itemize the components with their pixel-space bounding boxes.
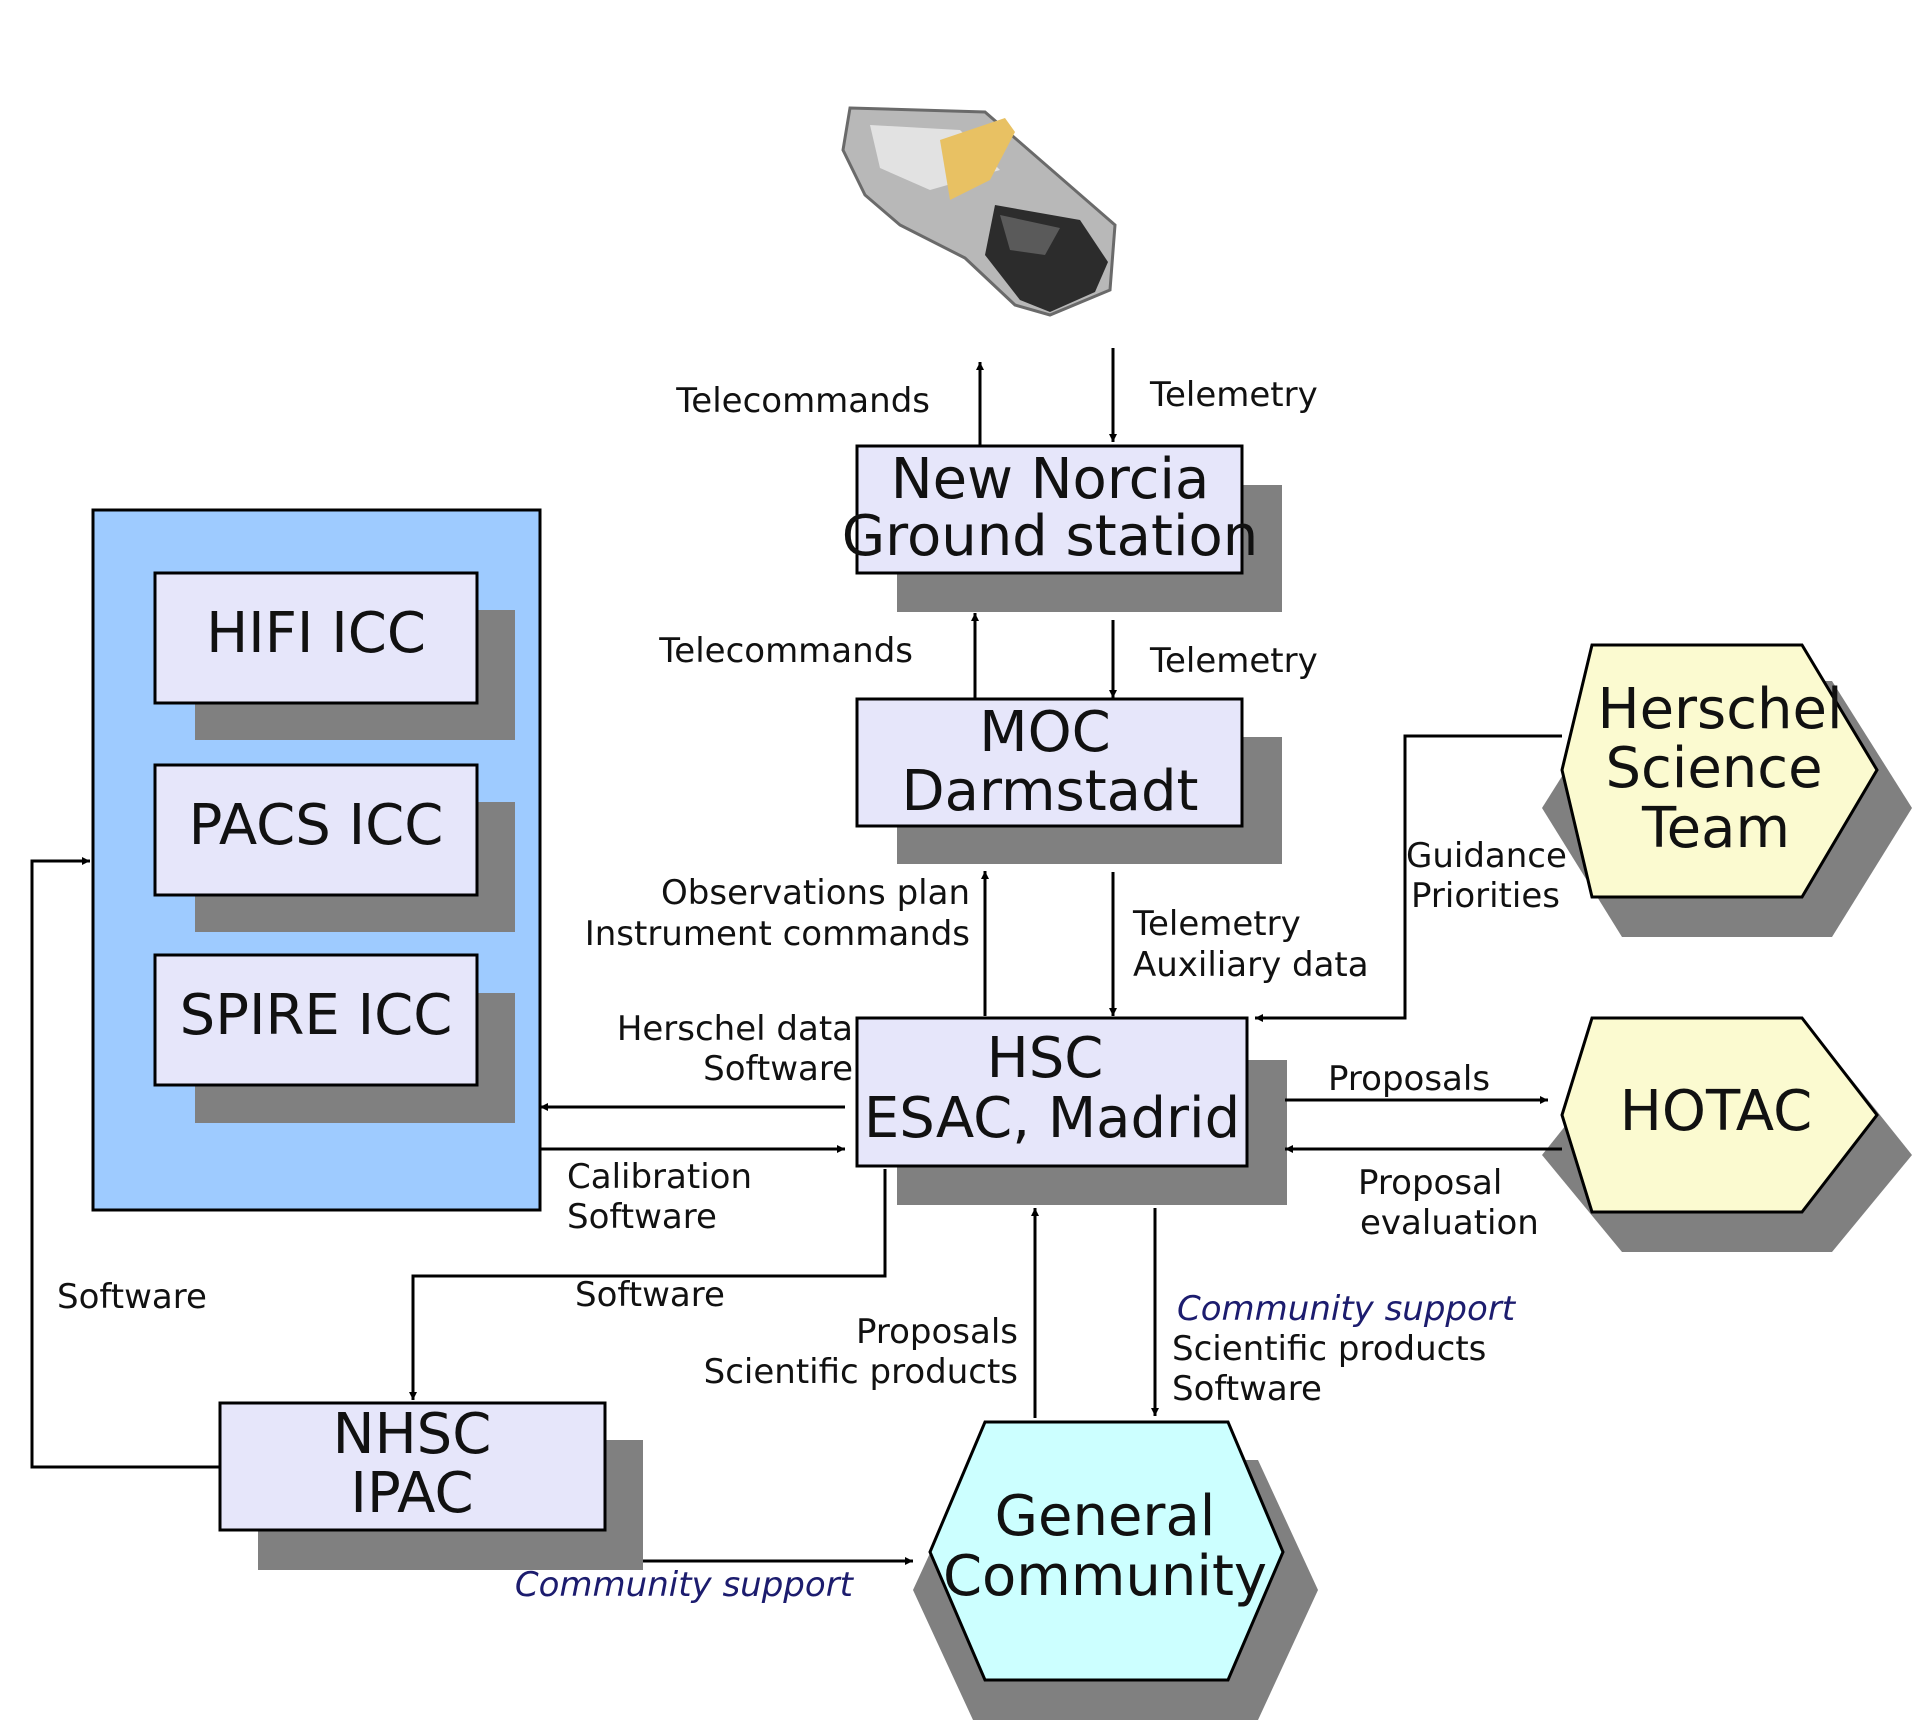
science-team-line1: Herschel (1597, 677, 1842, 742)
community-line2: Community (943, 1544, 1267, 1609)
label-evaluation: evaluation (1360, 1203, 1539, 1243)
label-proposal: Proposal (1358, 1163, 1502, 1203)
hotac-label: HOTAC (1620, 1079, 1812, 1144)
science-team-line2: Science (1605, 736, 1822, 801)
label-software-hsc: Software (1172, 1369, 1322, 1409)
hsc-line1: HSC (987, 1026, 1104, 1091)
label-community-support-hsc: Community support (1177, 1289, 1517, 1329)
moc-box[interactable] (855, 697, 1244, 828)
label-telecommands-top: Telecommands (675, 381, 930, 421)
label-observations-plan: Observations plan (661, 873, 970, 913)
pacs-icc-label: PACS ICC (189, 793, 444, 858)
label-scientific-products-hsc: Scientific products (1172, 1329, 1486, 1369)
label-priorities: Priorities (1411, 876, 1560, 916)
label-instrument-commands: Instrument commands (585, 914, 970, 954)
label-auxiliary-data: Auxiliary data (1133, 945, 1369, 985)
nhsc-line1: NHSC (333, 1402, 492, 1467)
hotac-hexagon[interactable] (1560, 1016, 1879, 1214)
community-line1: General (995, 1484, 1216, 1549)
new-norcia-line2: Ground station (842, 504, 1259, 569)
label-proposals-community: Proposals (856, 1312, 1018, 1352)
label-software-left: Software (57, 1277, 207, 1317)
hifi-icc-label: HIFI ICC (206, 601, 426, 666)
general-community-hexagon[interactable] (928, 1420, 1285, 1682)
hsc-box[interactable] (855, 1016, 1249, 1168)
nhsc-line2: IPAC (350, 1461, 473, 1526)
spire-icc-label: SPIRE ICC (180, 983, 453, 1048)
label-calibration: Calibration (567, 1157, 752, 1197)
label-herschel-data: Herschel data (617, 1009, 853, 1049)
science-team-hexagon[interactable] (1560, 643, 1879, 899)
new-norcia-box[interactable] (855, 444, 1244, 575)
moc-line1: MOC (979, 700, 1111, 765)
label-telemetry-moc: Telemetry (1132, 904, 1301, 944)
herschel-spacecraft-icon (841, 106, 1117, 317)
label-software-nhsc: Software (575, 1275, 725, 1315)
connectors (30, 348, 1562, 1565)
hsc-line2: ESAC, Madrid (864, 1086, 1240, 1151)
label-scientific-products-community: Scientific products (704, 1352, 1018, 1392)
spire-icc-box[interactable] (153, 953, 479, 1087)
label-calibration-software: Software (567, 1197, 717, 1237)
label-guidance: Guidance (1406, 836, 1567, 876)
pacs-icc-box[interactable] (153, 763, 479, 897)
label-telemetry-top: Telemetry (1149, 375, 1318, 415)
label-community-support-nhsc: Community support (515, 1565, 855, 1605)
hifi-icc-box[interactable] (153, 571, 479, 705)
science-team-line3: Team (1641, 796, 1790, 861)
label-software-icc: Software (703, 1049, 853, 1089)
label-telecommands-mid: Telecommands (658, 631, 913, 671)
new-norcia-line1: New Norcia (891, 447, 1210, 512)
nhsc-box[interactable] (218, 1401, 607, 1532)
moc-line2: Darmstadt (902, 759, 1199, 824)
label-telemetry-mid: Telemetry (1149, 641, 1318, 681)
label-proposals-hotac: Proposals (1328, 1059, 1490, 1099)
